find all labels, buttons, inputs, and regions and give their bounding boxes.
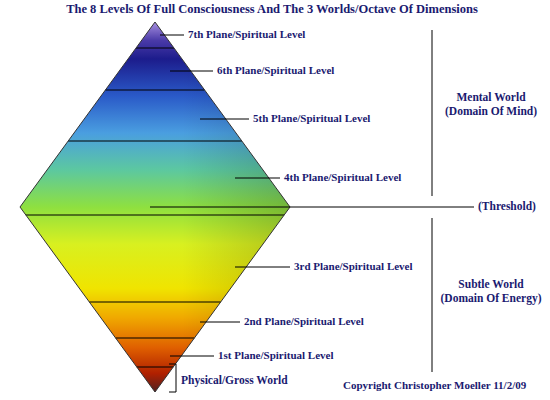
- threshold-line: [150, 207, 474, 208]
- level-label: 1st Plane/Spiritual Level: [218, 349, 334, 362]
- physical-bracket: [169, 364, 176, 392]
- world-label: Subtle World (Domain Of Energy): [436, 278, 546, 306]
- level-label: 2nd Plane/Spiritual Level: [244, 315, 364, 328]
- leader-line: [170, 356, 214, 357]
- level-label: 5th Plane/Spiritual Level: [253, 112, 370, 125]
- leader-line: [235, 267, 290, 268]
- band-line: [105, 90, 204, 91]
- mental-bracket: [432, 30, 433, 196]
- leader-line: [160, 35, 184, 36]
- subtle-bracket: [432, 218, 433, 372]
- world-label: Mental World (Domain Of Mind): [436, 91, 546, 119]
- diagram-title: The 8 Levels Of Full Consciousness And T…: [0, 2, 547, 17]
- leader-line: [235, 178, 280, 179]
- level-label: 3rd Plane/Spiritual Level: [294, 260, 413, 273]
- band-line: [68, 141, 242, 142]
- level-label: 4th Plane/Spiritual Level: [284, 171, 401, 184]
- copyright-note: Copyright Christopher Moeller 11/2/09: [343, 379, 526, 392]
- leader-line: [200, 322, 240, 323]
- leader-line: [170, 71, 213, 72]
- band-line: [26, 215, 284, 216]
- band-line: [116, 338, 195, 339]
- band-line: [89, 302, 220, 303]
- level-label: 6th Plane/Spiritual Level: [217, 64, 334, 77]
- band-line: [136, 48, 174, 49]
- level-label: 7th Plane/Spiritual Level: [188, 28, 305, 41]
- leader-line: [200, 119, 249, 120]
- world-label: Physical/Gross World: [181, 374, 288, 388]
- threshold-label: (Threshold): [478, 200, 536, 214]
- band-line: [137, 367, 173, 368]
